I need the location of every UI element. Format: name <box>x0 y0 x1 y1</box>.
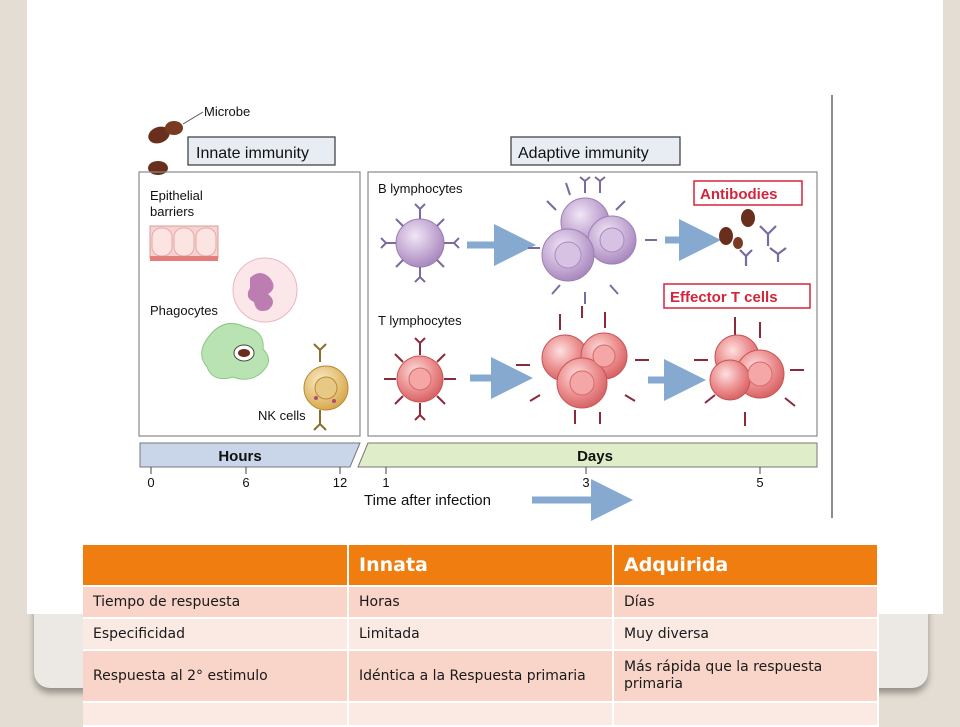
days-tick-3: 3 <box>582 475 589 490</box>
days-bar <box>357 442 818 468</box>
table-cell: Más rápida que la respuesta primaria <box>613 650 879 703</box>
t-lymphocytes-label: T lymphocytes <box>378 313 462 328</box>
effector-t-cells-label: Effector T cells <box>670 289 778 306</box>
adaptive-panel <box>367 171 818 437</box>
table-cell: Tiempo de respuesta <box>83 586 349 619</box>
nk-cell-icon <box>303 343 349 431</box>
table-row: Especificidad Limitada Muy diversa <box>83 618 879 651</box>
days-tick-5: 5 <box>756 475 763 490</box>
time-ticks <box>150 467 761 474</box>
b-lymphocytes-label: B lymphocytes <box>378 181 463 196</box>
antibodies-label: Antibodies <box>700 186 778 203</box>
header-cell-innata: Innata <box>348 545 614 587</box>
effector-t-cell-icon <box>694 317 804 426</box>
epithelial-cells-icon <box>149 225 219 261</box>
hours-bar <box>139 442 361 468</box>
header-cell-empty <box>83 545 349 587</box>
hours-tick-6: 6 <box>242 475 249 490</box>
table-cell: Limitada <box>348 618 614 651</box>
phagocytes-label: Phagocytes <box>150 303 218 318</box>
table-row <box>83 702 879 727</box>
table-cell: Días <box>613 586 879 619</box>
epithelial-label-line1: Epithelial <box>150 188 203 203</box>
time-after-infection-label: Time after infection <box>364 492 491 509</box>
hours-tick-0: 0 <box>147 475 154 490</box>
table-cell: Muy diversa <box>613 618 879 651</box>
adaptive-title: Adaptive immunity <box>518 145 649 162</box>
days-tick-1: 1 <box>382 475 389 490</box>
table-cell: Especificidad <box>83 618 349 651</box>
adaptive-title-box <box>510 136 681 166</box>
table-header-row: Innata Adquirida <box>83 545 879 587</box>
innate-title: Innate immunity <box>196 145 309 162</box>
table-cell: Respuesta al 2° estimulo <box>83 650 349 703</box>
table-cell: Horas <box>348 586 614 619</box>
epithelial-label-line2: barriers <box>150 204 195 219</box>
header-cell-adquirida: Adquirida <box>613 545 879 587</box>
antibody-icons <box>719 209 787 266</box>
table-cell: Idéntica a la Respuesta primaria <box>348 650 614 703</box>
effector-t-cells-box <box>663 283 811 309</box>
comparison-table: Innata Adquirida Tiempo de respuesta Hor… <box>83 545 879 727</box>
hours-label: Hours <box>218 448 261 465</box>
hours-tick-12: 12 <box>333 475 347 490</box>
immunity-figure: Microbe Innate immunity Adaptive immunit… <box>138 95 833 521</box>
table-cell <box>348 702 614 727</box>
microbe-label: Microbe <box>204 104 250 119</box>
b-cell-naive-icon <box>380 203 460 283</box>
innate-title-box <box>187 136 336 166</box>
neutrophil-icon <box>232 257 298 323</box>
days-label: Days <box>577 448 613 465</box>
b-cell-clone-icon <box>528 176 657 304</box>
macrophage-icon <box>201 322 269 380</box>
table-row: Tiempo de respuesta Horas Días <box>83 586 879 619</box>
table-row: Respuesta al 2° estimulo Idéntica a la R… <box>83 650 879 703</box>
nk-cells-label: NK cells <box>258 408 306 423</box>
t-cell-naive-icon <box>384 337 456 421</box>
table-cell <box>83 702 349 727</box>
t-cell-clone-icon <box>516 306 649 424</box>
antibodies-box <box>693 180 803 206</box>
innate-panel <box>138 171 361 437</box>
table-cell <box>613 702 879 727</box>
